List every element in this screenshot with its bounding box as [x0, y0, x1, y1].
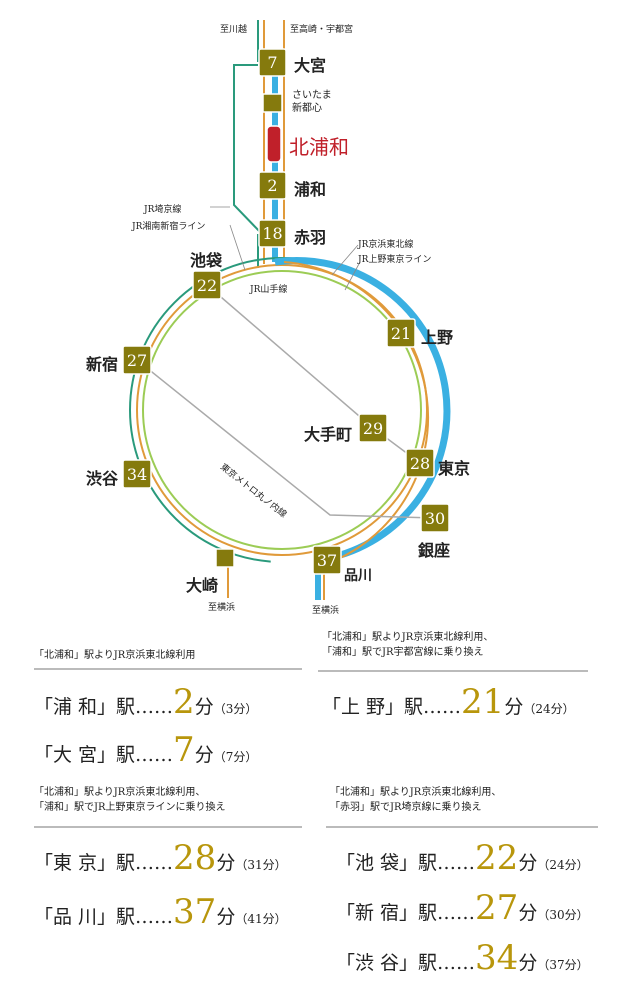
station-omiya-min: 7 [267, 53, 278, 72]
station-ikebukuro-min: 22 [196, 276, 218, 295]
saikyo-bypass [233, 64, 263, 235]
station-urawa-min: 2 [267, 176, 278, 195]
station-akabane-min: 18 [262, 224, 283, 243]
station-tokyo: 東京 [438, 459, 471, 478]
station-otemachi-min: 29 [362, 419, 384, 438]
divider [318, 670, 588, 672]
unit: 分 [194, 744, 214, 766]
group-note: 「北浦和」駅よりJR京浜東北線利用、 [322, 632, 494, 643]
dest-takasaki: 至高崎・宇都宮 [290, 25, 354, 35]
divider [326, 826, 598, 828]
alt-minutes: （7分） [213, 750, 258, 764]
alt-minutes: （37分） [537, 958, 589, 972]
label-saikyo: JR埼京線 [144, 205, 182, 215]
station-shibuya: 渋谷 [86, 469, 119, 488]
label-ueno-tokyo: JR上野東京ライン [358, 255, 432, 265]
alt-minutes: （24分） [537, 858, 589, 872]
minutes: 28 [173, 838, 217, 878]
station-shinjuku: 新宿 [86, 355, 119, 374]
group-note: 「浦和」駅でJR上野東京ラインに乗り換え [34, 802, 226, 813]
dest-yokohama-osaki: 至横浜 [208, 603, 236, 613]
station-ginza-min: 30 [424, 509, 446, 528]
dest-station: 「渋 谷」駅…… [336, 952, 476, 974]
alt-minutes: （41分） [235, 912, 287, 926]
alt-minutes: （30分） [537, 908, 589, 922]
dest-station: 「東 京」駅…… [34, 852, 174, 874]
alt-minutes: （24分） [523, 702, 575, 716]
station-shibuya-min: 34 [126, 465, 148, 484]
unit: 分 [194, 696, 214, 718]
label-yamanote: JR山手線 [250, 285, 288, 295]
station-shinjuku-min: 27 [126, 351, 148, 370]
station-tokyo-min: 28 [409, 454, 431, 473]
station-omiya: 大宮 [294, 56, 327, 75]
unit: 分 [518, 852, 538, 874]
label-keihin-tohoku: JR京浜東北線 [358, 240, 414, 250]
dest-yokohama-shinagawa: 至横浜 [312, 606, 340, 616]
minutes: 37 [173, 892, 217, 932]
keihin-arc [274, 256, 451, 564]
minutes: 27 [475, 888, 519, 928]
minutes: 2 [173, 682, 195, 722]
group-note: 「赤羽」駅でJR埼京線に乗り換え [330, 802, 482, 813]
divider [34, 668, 302, 670]
station-saitama-shintoshin: さいたま 新都心 [292, 90, 332, 114]
station-urawa: 浦和 [294, 180, 327, 199]
unit: 分 [518, 952, 538, 974]
station-akabane: 赤羽 [294, 228, 327, 247]
marunouchi-line-b [136, 359, 436, 519]
minutes: 34 [475, 938, 519, 978]
dest-station: 「新 宿」駅…… [336, 902, 476, 924]
minutes: 22 [475, 838, 519, 878]
alt-minutes: （31分） [235, 858, 287, 872]
dest-station: 「浦 和」駅…… [34, 696, 174, 718]
alt-minutes: （3分） [213, 702, 258, 716]
station-ueno: 上野 [421, 328, 454, 347]
station-kitaurawa: 北浦和 [289, 135, 349, 159]
dest-kawagoe: 至川越 [220, 25, 248, 35]
group-note: 「北浦和」駅よりJR京浜東北線利用、 [34, 787, 206, 798]
group-note: 「浦和」駅でJR宇都宮線に乗り換え [322, 647, 484, 658]
unit: 分 [216, 852, 236, 874]
dest-station: 「大 宮」駅…… [34, 744, 174, 766]
station-ginza: 銀座 [418, 541, 451, 560]
divider [34, 826, 302, 828]
group-note: 「北浦和」駅よりJR京浜東北線利用、 [330, 787, 502, 798]
minutes: 21 [461, 682, 505, 722]
group-note: 「北浦和」駅よりJR京浜東北線利用 [34, 650, 196, 661]
station-ikebukuro: 池袋 [190, 251, 223, 270]
unit: 分 [504, 696, 524, 718]
station-osaki: 大崎 [186, 576, 219, 595]
dest-station: 「品 川」駅…… [34, 906, 174, 928]
unit: 分 [518, 902, 538, 924]
station-otemachi: 大手町 [304, 425, 353, 444]
station-shinagawa: 品川 [344, 568, 372, 584]
dest-station: 「池 袋」駅…… [336, 852, 476, 874]
yamanote-ring [142, 270, 422, 550]
station-ueno-min: 21 [390, 324, 412, 343]
unit: 分 [216, 906, 236, 928]
minutes: 7 [173, 730, 195, 770]
station-shinagawa-min: 37 [316, 551, 338, 570]
label-shonan-shinjuku: JR湘南新宿ライン [132, 222, 206, 232]
dest-station: 「上 野」駅…… [322, 696, 462, 718]
